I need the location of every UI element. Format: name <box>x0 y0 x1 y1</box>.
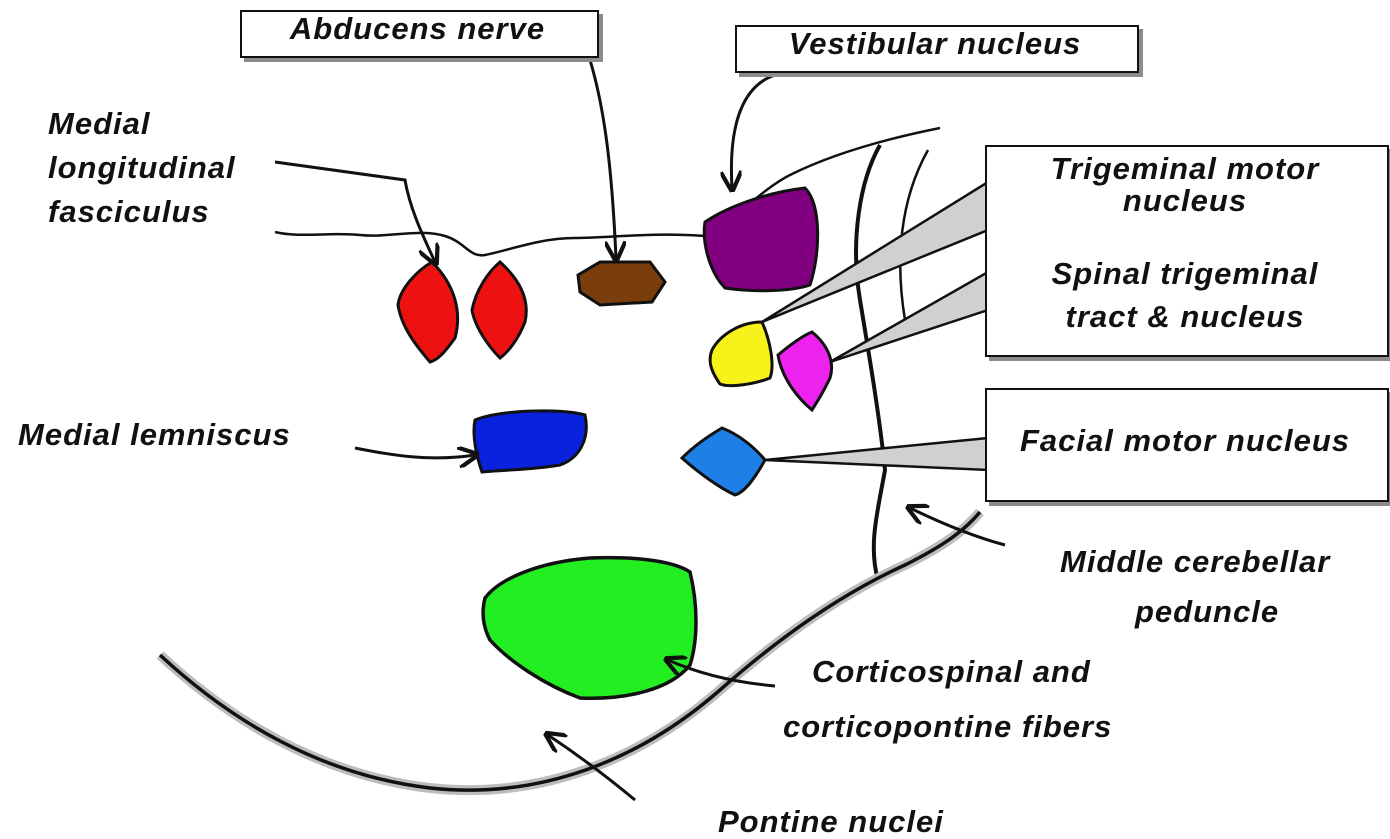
pontine-arrow <box>548 735 635 800</box>
spinal-trigeminal-nucleus <box>778 332 832 410</box>
spinal-trigeminal-label-line2: tract & nucleus <box>985 300 1385 334</box>
trigeminal-motor-nucleus <box>710 322 772 386</box>
facial-motor-nucleus <box>682 428 765 495</box>
mlf-arrow <box>275 162 435 262</box>
vestibular-label: Vestibular nucleus <box>735 27 1135 61</box>
vestibular-arrow <box>731 75 775 188</box>
pons-lateral-border <box>856 145 885 580</box>
vestibular-nucleus <box>704 188 817 291</box>
mlf-label-line3: fasciculus <box>48 195 210 229</box>
corticospinal-label-line2: corticopontine fibers <box>783 710 1112 744</box>
abducens-label: Abducens nerve <box>240 12 595 46</box>
middle-cerebellar-label-line1: Middle cerebellar <box>1060 545 1330 579</box>
facial-motor-label: Facial motor nucleus <box>985 424 1385 458</box>
spinal-trigeminal-label-line1: Spinal trigeminal <box>985 257 1385 291</box>
abducens-nucleus <box>578 262 665 305</box>
facial-callout <box>765 438 988 470</box>
corticospinal-tract <box>483 558 696 699</box>
medial-lemniscus-arrow <box>355 448 475 458</box>
mlf-label-line1: Medial <box>48 107 150 141</box>
abducens-arrow <box>590 60 616 258</box>
corticospinal-label-line1: Corticospinal and <box>812 655 1091 689</box>
middle-cerebellar-label-line2: peduncle <box>1135 595 1279 629</box>
medial-lemniscus-label: Medial lemniscus <box>18 418 291 452</box>
mlf-left <box>398 262 458 362</box>
mlf-label-line2: longitudinal <box>48 151 236 185</box>
mlf-right <box>472 262 526 358</box>
trigeminal-motor-label-line2: nucleus <box>985 184 1385 218</box>
medial-lemniscus <box>474 411 586 472</box>
pontine-label: Pontine nuclei <box>718 805 944 839</box>
trigeminal-motor-label-line1: Trigeminal motor <box>985 152 1385 186</box>
